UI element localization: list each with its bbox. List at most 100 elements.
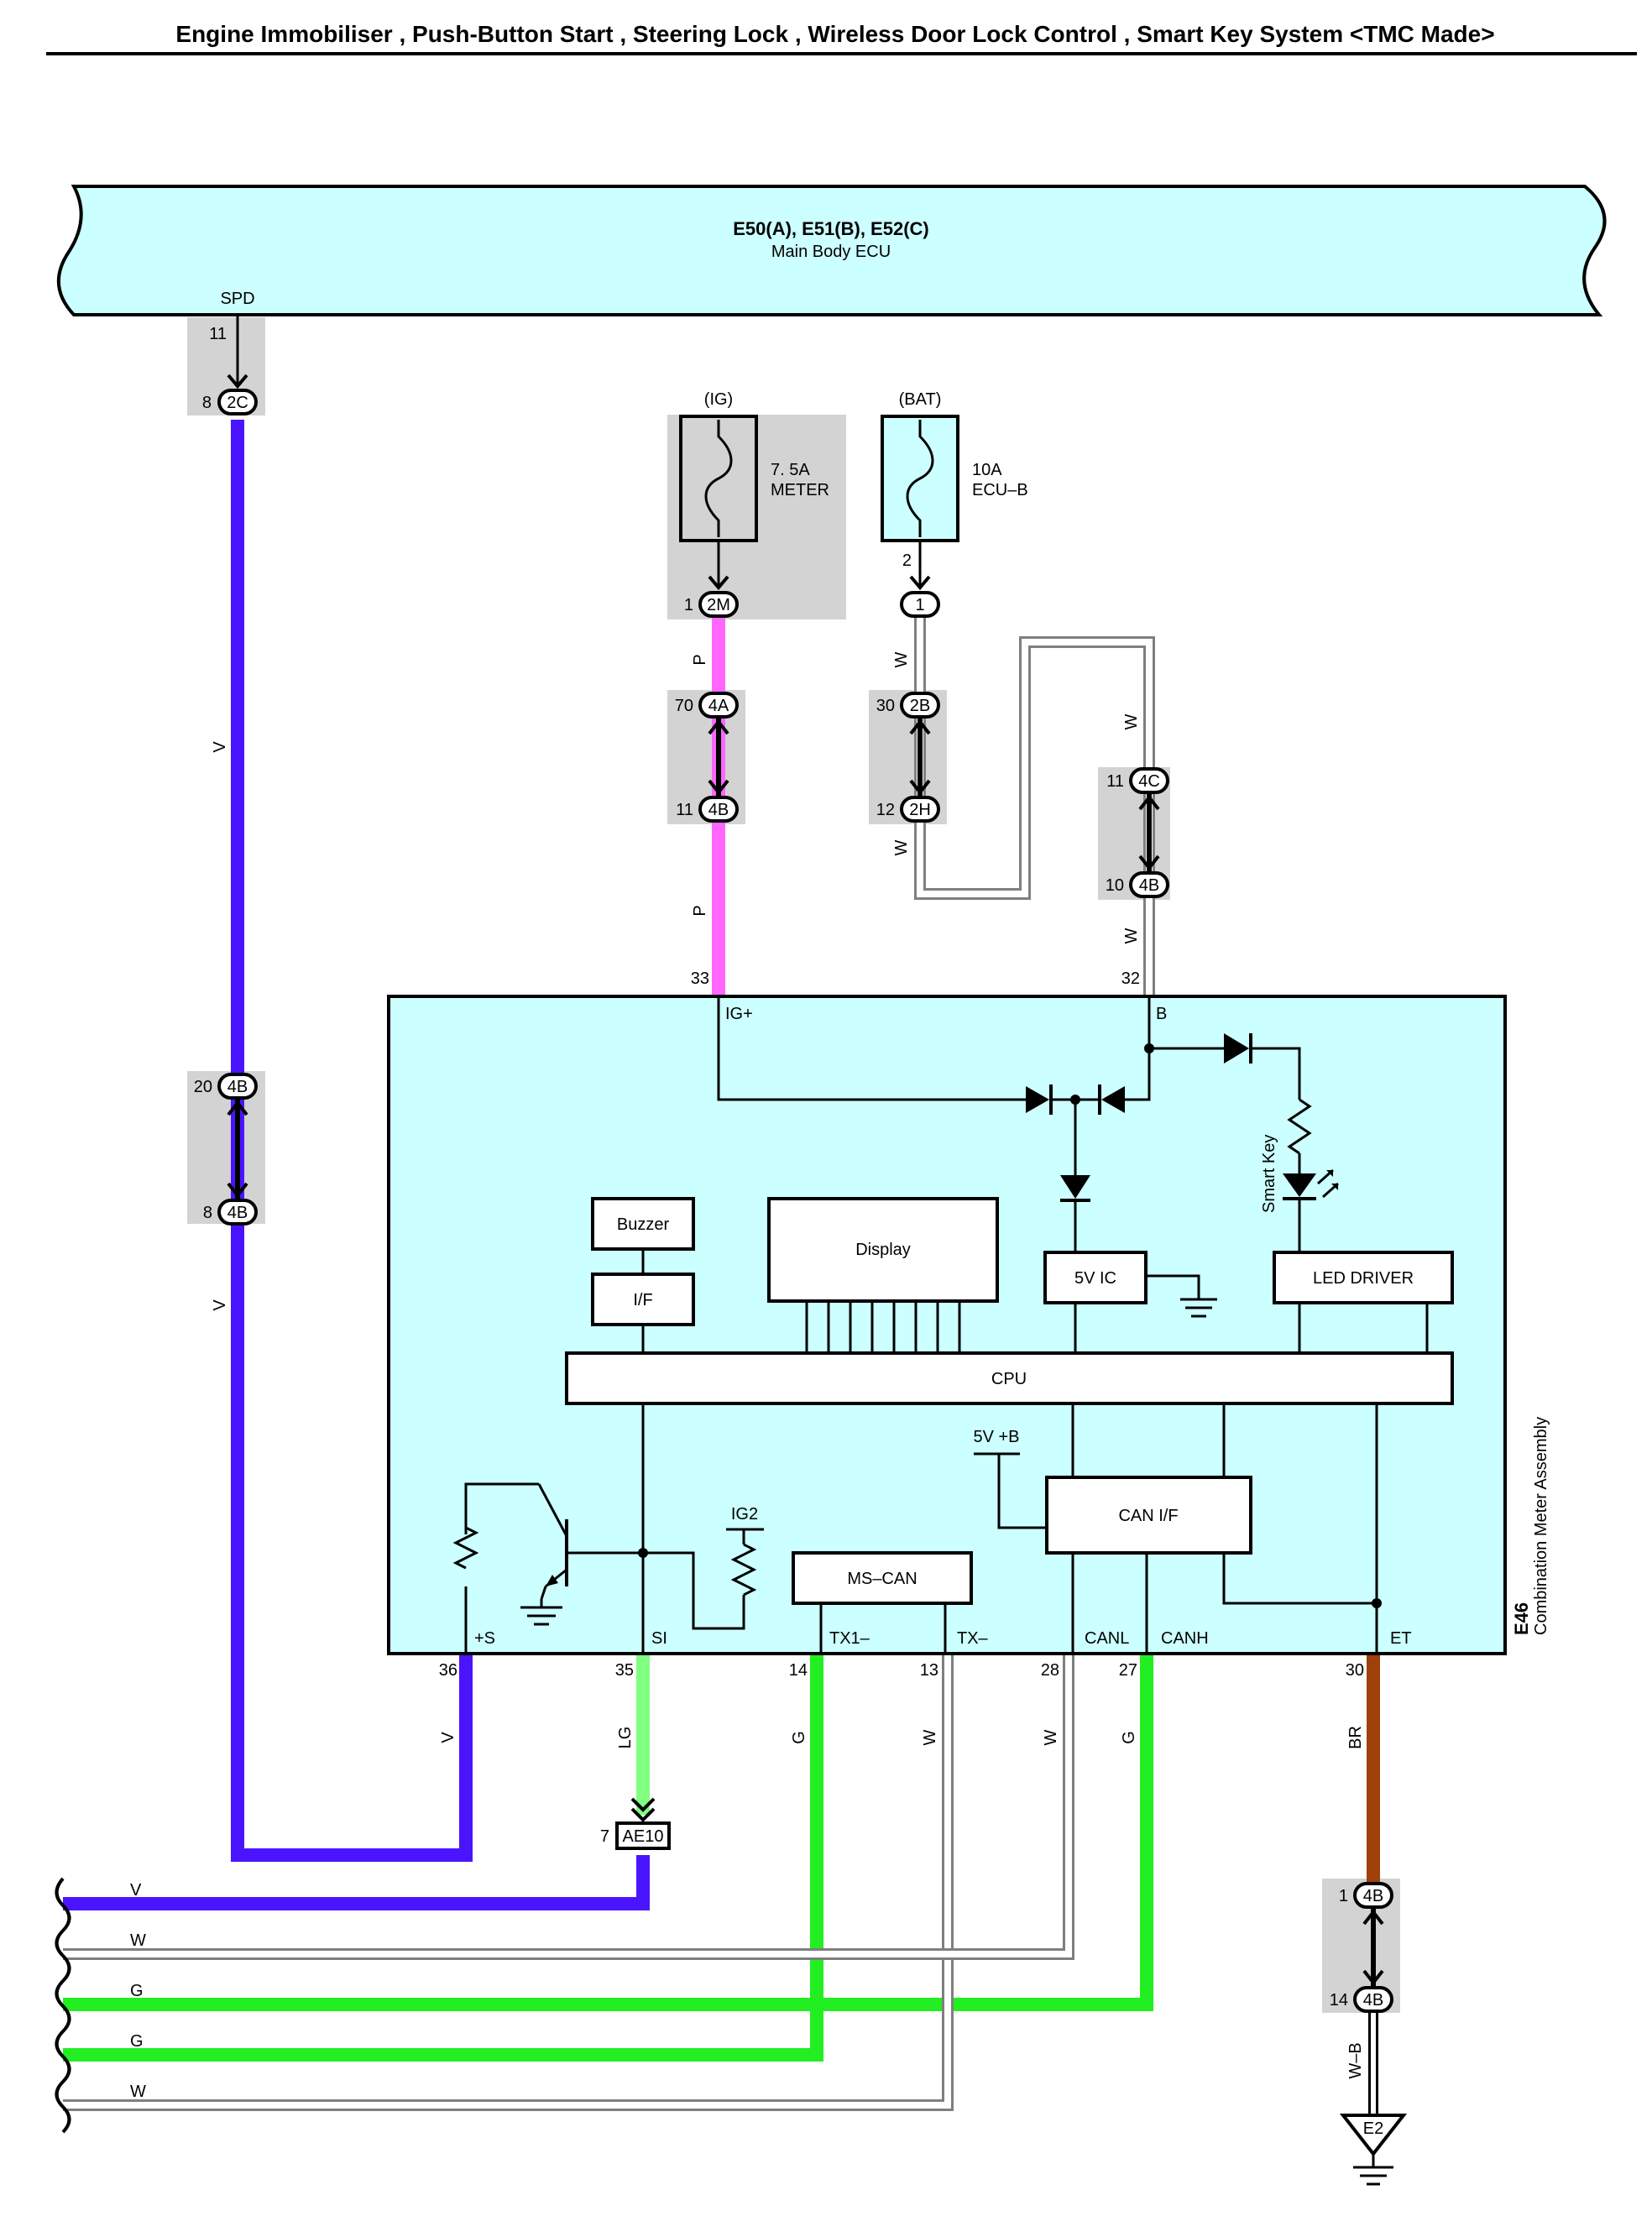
svg-text:2H: 2H (909, 801, 931, 819)
bus-label-g1: G (130, 1982, 144, 2000)
label-br: BR (1346, 1726, 1365, 1749)
svg-text:4B: 4B (227, 1204, 248, 1222)
label-w-bat-upper: W (892, 651, 911, 667)
fuse-meter-rating: 7. 5A (771, 461, 810, 479)
label-w-b-lower: W (1122, 928, 1141, 943)
svg-text:AE10: AE10 (623, 1827, 664, 1846)
terminal-canh: CANH (1161, 1629, 1209, 1648)
label-lg: LG (616, 1727, 635, 1749)
fuse-ecub-element (906, 420, 934, 537)
svg-text:8: 8 (202, 394, 212, 412)
bus-g-canh (63, 1655, 1153, 2011)
label-g-canh: G (1120, 1731, 1138, 1744)
bus-label-v: V (130, 1881, 142, 1900)
terminal-plus-s: +S (474, 1629, 495, 1648)
fuse-ecub-power: (BAT) (899, 390, 942, 409)
smart-key-label: Smart Key (1260, 1135, 1278, 1213)
label-v-upper: V (211, 741, 229, 753)
display-label: Display (855, 1241, 911, 1259)
terminal-si: SI (651, 1629, 667, 1648)
terminal-tx-minus: TX– (957, 1629, 989, 1648)
five-v-b-to-canif (997, 1454, 1047, 1529)
pin-num-tx1: 14 (789, 1661, 808, 1680)
label-w-bat-lower: W (892, 839, 911, 855)
bus-break-mark (55, 1877, 71, 2134)
buzzer-label: Buzzer (617, 1215, 670, 1234)
bus-v (63, 1855, 650, 1910)
ground-e2: E2 (1339, 2114, 1408, 2186)
canif-et-link (1222, 1553, 1377, 1605)
main-body-ecu-name: Main Body ECU (771, 243, 891, 261)
svg-text:4B: 4B (227, 1078, 248, 1096)
svg-text:4B: 4B (1139, 876, 1159, 895)
svg-text:7: 7 (600, 1827, 609, 1846)
combination-meter-box (387, 995, 1507, 1655)
bus-label-g2: G (130, 2032, 144, 2051)
svg-text:10: 10 (1106, 876, 1124, 895)
pin-num-tx: 13 (920, 1661, 938, 1680)
pin-num-canl: 28 (1041, 1661, 1059, 1680)
terminal-et: ET (1390, 1629, 1412, 1648)
five-v-ic-ground (1146, 1274, 1217, 1318)
terminal-tx1: TX1– (829, 1629, 870, 1648)
svg-text:E2: E2 (1363, 2119, 1383, 2138)
main-body-ecu-connectors: E50(A), E51(B), E52(C) (733, 218, 929, 239)
five-v-b-label: 5V +B (973, 1428, 1019, 1446)
connector-4b-4b-v: 4B 20 4B 8 (194, 1073, 258, 1226)
five-v-ic-block (1043, 1251, 1148, 1304)
svg-text:4B: 4B (1363, 1887, 1383, 1905)
bus-label-w1: W (130, 1931, 146, 1950)
internal-power-circuit (717, 998, 1339, 1252)
connector-2b-2h: 2B 30 2H 12 (876, 692, 940, 823)
label-w-tx: W (921, 1729, 939, 1745)
label-p-lower: P (691, 905, 709, 916)
main-body-ecu-banner (57, 185, 1607, 316)
cpu-block (565, 1351, 1454, 1405)
pin-num-plus-s: 36 (439, 1661, 457, 1680)
label-g-tx1: G (790, 1731, 808, 1744)
svg-text:1: 1 (1339, 1887, 1348, 1905)
led-driver-block (1273, 1251, 1454, 1304)
svg-text:20: 20 (194, 1078, 212, 1096)
connector-1: 1 2 (900, 551, 940, 618)
svg-text:2B: 2B (910, 697, 930, 715)
terminal-b: B (1156, 1005, 1167, 1023)
meter-id: E46 (1511, 1602, 1532, 1635)
connector-2m: 2M 1 (684, 575, 739, 618)
fuse-ecub-rating: 10A (972, 461, 1002, 479)
label-wb: W–B (1346, 2042, 1365, 2078)
display-block (767, 1197, 999, 1303)
connector-2c: 2C 8 11 (202, 325, 258, 416)
connector-ae10: AE10 7 (600, 1797, 671, 1850)
bus-label-w2: W (130, 2083, 146, 2101)
ms-can-block (792, 1551, 973, 1605)
terminal-canl: CANL (1085, 1629, 1129, 1648)
pin-num-b: 32 (1121, 970, 1140, 988)
display-bus-lines (805, 1301, 961, 1353)
svg-text:2M: 2M (707, 596, 730, 614)
interface-label: I/F (633, 1291, 652, 1309)
svg-text:11: 11 (1106, 772, 1124, 791)
bus-g-tx1 (63, 1655, 823, 2062)
svg-text:11: 11 (676, 801, 693, 819)
plus-s-circuit (452, 1482, 648, 1654)
connector-4b-4b-br: 4B 1 4B 14 (1330, 1882, 1393, 2013)
label-w-canl: W (1042, 1729, 1060, 1745)
pin-num-si: 35 (615, 1661, 634, 1680)
bus-w-tx (63, 1655, 954, 2111)
can-if-block (1045, 1476, 1252, 1555)
interface-block (591, 1273, 695, 1326)
svg-text:8: 8 (203, 1204, 212, 1222)
svg-text:12: 12 (876, 801, 895, 819)
svg-text:70: 70 (675, 697, 693, 715)
fuse-ecub-name: ECU–B (972, 481, 1028, 499)
svg-text:30: 30 (876, 697, 895, 715)
svg-text:4A: 4A (708, 697, 729, 715)
five-v-ic-label: 5V IC (1074, 1269, 1116, 1288)
label-v-plus-s: V (439, 1732, 457, 1743)
fuse-meter-power: (IG) (704, 390, 733, 409)
ig2-pullup (643, 1528, 764, 1630)
svg-text:4B: 4B (1363, 1991, 1383, 2010)
led-driver-label: LED DRIVER (1313, 1269, 1414, 1288)
